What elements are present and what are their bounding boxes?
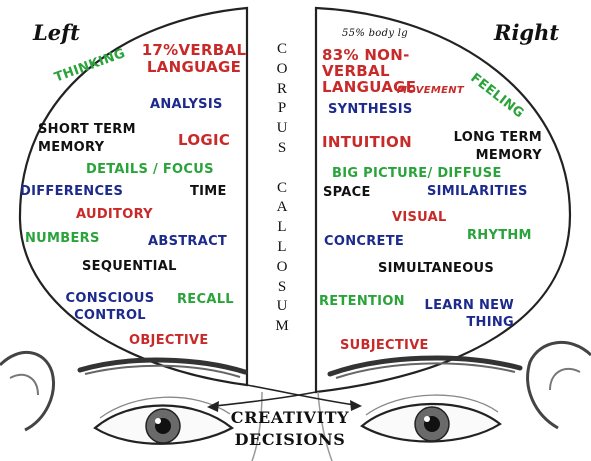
cc-letter: O — [276, 258, 288, 275]
left-recall: RECALL — [177, 292, 234, 307]
right-eyebrow — [327, 355, 523, 377]
left-conscious-control: CONSCIOUS CONTROL — [65, 291, 155, 323]
left-analysis: ANALYSIS — [150, 97, 223, 112]
cc-letter: U — [276, 298, 288, 315]
right-subjective: SUBJECTIVE — [340, 338, 429, 353]
right-ear-inner — [549, 367, 581, 391]
left-numbers: NUMBERS — [25, 231, 100, 246]
arrow-right-to-left-head — [207, 401, 219, 412]
right-concrete: CONCRETE — [324, 234, 405, 249]
right-eyebrow-hair — [335, 362, 516, 379]
cc-letter: L — [277, 219, 287, 236]
right-rhythm: RHYTHM — [467, 228, 532, 243]
creativity-label: CREATIVITY — [230, 408, 350, 427]
right-big-picture: BIG PICTURE/ DIFFUSE — [332, 166, 502, 181]
left-short-term-memory: SHORT TERM MEMORY — [38, 122, 136, 155]
cc-letter: P — [277, 100, 287, 117]
right-ear — [526, 340, 591, 430]
right-nonverbal-language: 83% NON-VERBAL LANGUAGE — [322, 46, 417, 96]
left-abstract: ABSTRACT — [148, 234, 228, 249]
cc-letter: C — [276, 41, 287, 57]
left-verbal-language: 17%VERBAL LANGUAGE — [141, 41, 247, 76]
right-hemisphere-outline — [314, 6, 572, 394]
cc-letter: S — [277, 278, 287, 295]
left-header: Left — [33, 20, 80, 45]
left-details-focus: DETAILS / FOCUS — [86, 162, 214, 177]
right-visual: VISUAL — [392, 210, 447, 225]
left-eyebrow — [77, 357, 248, 375]
corpus-callosum-label: C O R P U S C A L L O S U M — [268, 40, 296, 337]
right-similarities: SIMILARITIES — [427, 184, 528, 199]
left-eye-glint — [155, 418, 161, 424]
cc-letter: U — [276, 120, 288, 137]
right-intuition: INTUITION — [322, 133, 412, 151]
left-logic: LOGIC — [178, 131, 231, 149]
left-objective: OBJECTIVE — [129, 333, 209, 348]
right-long-term-memory: LONG TERM MEMORY — [453, 130, 542, 163]
right-simultaneous: SIMULTANEOUS — [378, 261, 495, 276]
right-synthesis: SYNTHESIS — [328, 102, 413, 117]
left-sequential: SEQUENTIAL — [82, 259, 177, 274]
right-space: SPACE — [323, 185, 371, 200]
right-eye-crease — [365, 394, 499, 416]
left-ear-inner — [9, 373, 39, 396]
arrow-left-to-right — [246, 384, 356, 406]
nose-bridge-right — [317, 391, 333, 461]
arrow-left-to-right-head — [350, 400, 362, 411]
right-header: Right — [494, 20, 560, 45]
left-ear — [0, 350, 55, 432]
right-body-language: 55% body lg — [342, 28, 408, 39]
left-differences: DIFFERENCES — [20, 184, 124, 199]
cc-letter: C — [276, 179, 287, 196]
left-auditory: AUDITORY — [76, 207, 153, 222]
left-eyebrow-hair — [84, 364, 241, 378]
arrow-right-to-left — [214, 391, 317, 407]
cc-letter: M — [275, 318, 289, 335]
cc-spacer — [268, 159, 296, 179]
cc-letter: A — [276, 199, 288, 216]
decisions-label: DECISIONS — [234, 430, 346, 449]
right-movement: MOVEMENT — [397, 85, 465, 96]
left-time: TIME — [190, 184, 227, 199]
cc-letter: S — [277, 139, 287, 156]
right-learn-new-thing: LEARN NEW THING — [424, 298, 514, 330]
cc-letter: L — [277, 238, 287, 255]
right-retention: RETENTION — [319, 294, 405, 309]
cc-letter: R — [276, 80, 287, 97]
right-eye-glint — [424, 416, 430, 422]
cc-letter: O — [276, 60, 288, 77]
